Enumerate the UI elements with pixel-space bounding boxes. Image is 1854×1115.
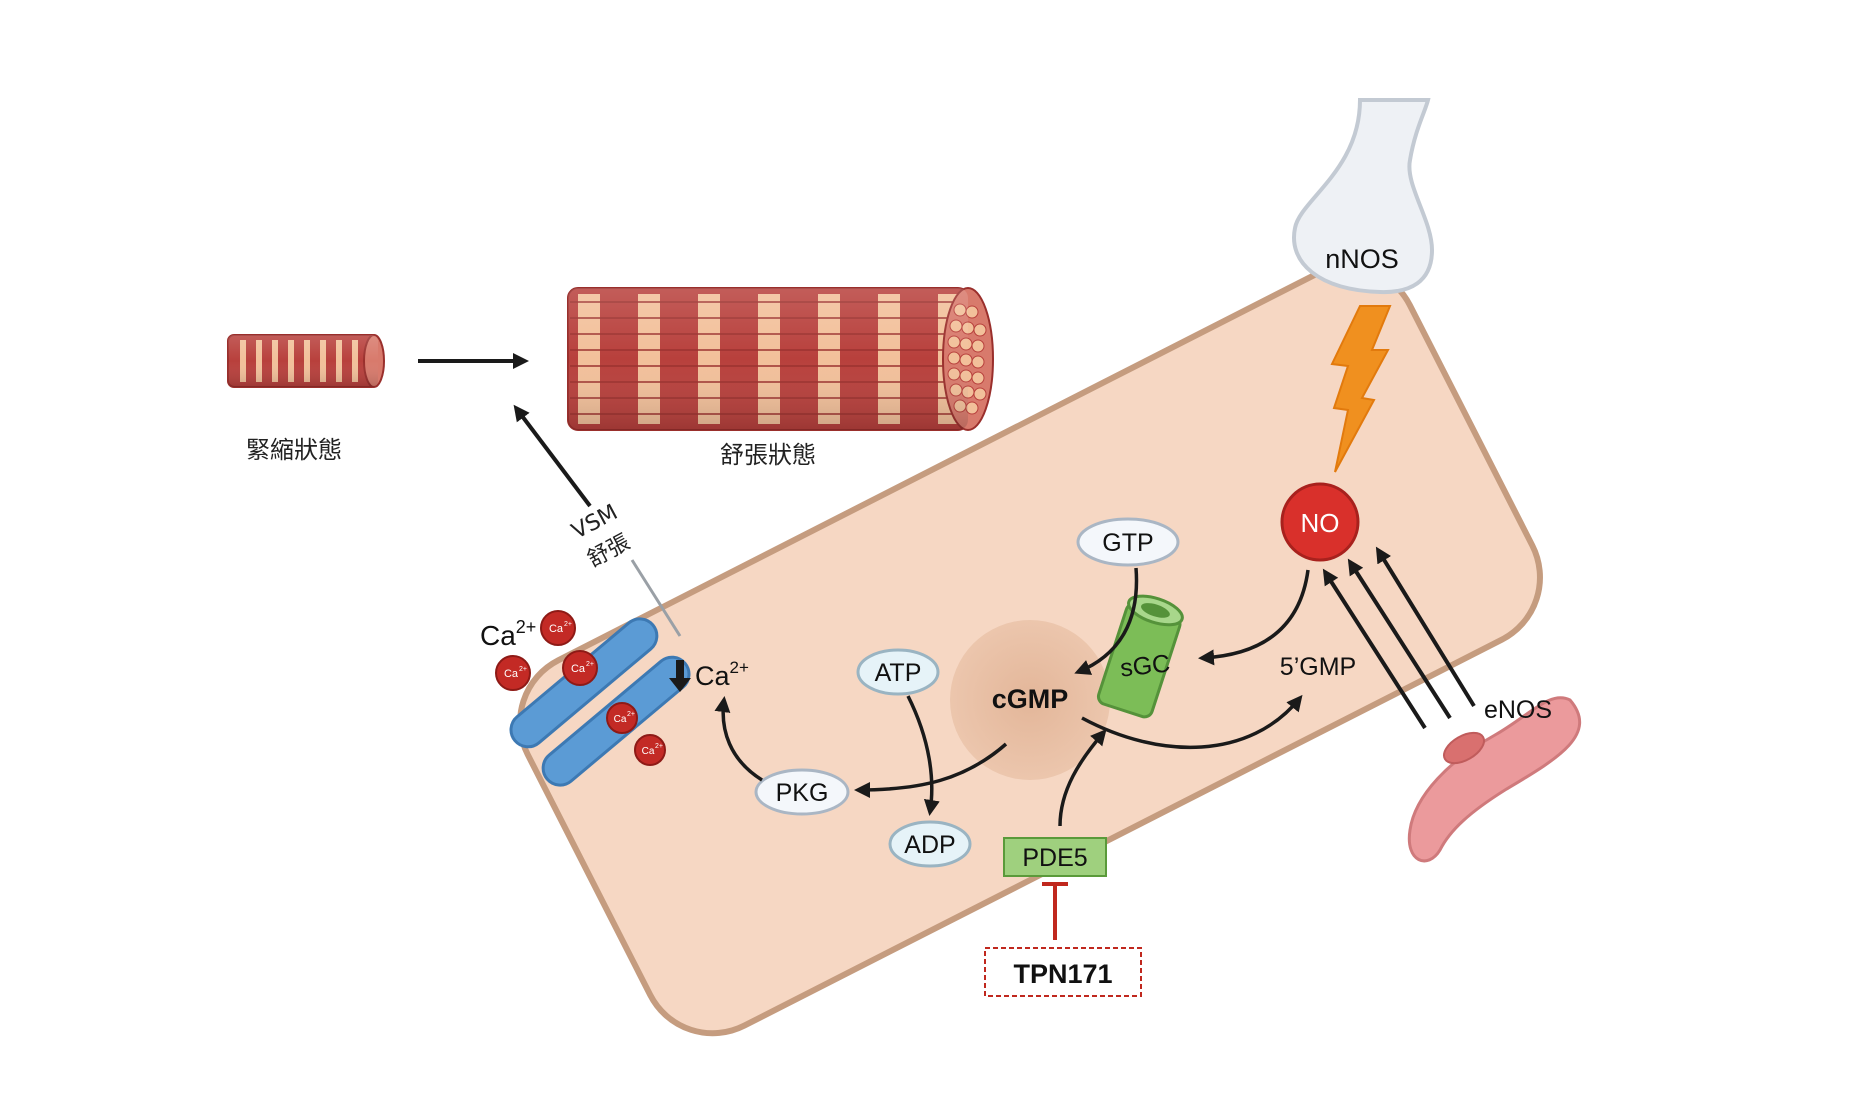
- adp-node: ADP: [888, 820, 972, 868]
- pde5-label: PDE5: [1022, 844, 1087, 872]
- ca-ion: Ca 2+: [606, 702, 638, 734]
- svg-text:2+: 2+: [519, 666, 527, 673]
- nnos-neuron: nNOS: [1292, 98, 1435, 295]
- down-arrow-icon: [669, 660, 691, 692]
- svg-text:Ca: Ca: [571, 663, 586, 675]
- vsm-relax-arrow: VSM 舒張: [513, 404, 682, 637]
- gmp5-label: 5’GMP: [1280, 653, 1356, 681]
- ca-ion: Ca 2+: [562, 650, 598, 686]
- svg-text:Ca: Ca: [504, 668, 519, 680]
- contracted-state-label: 緊縮狀態: [246, 436, 342, 464]
- svg-text:2+: 2+: [627, 711, 635, 718]
- ca-ion: Ca 2+: [495, 655, 531, 691]
- atp-node: ATP: [856, 648, 940, 696]
- nnos-label: nNOS: [1325, 244, 1399, 274]
- sgc-label: sGC: [1119, 650, 1172, 683]
- pde5-node: PDE5: [1003, 837, 1107, 877]
- pkg-node: PKG: [754, 768, 850, 816]
- lightning-icon: [1330, 305, 1392, 473]
- contracted-muscle-fiber: [227, 334, 385, 388]
- svg-text:Ca: Ca: [614, 714, 627, 725]
- pkg-label: PKG: [776, 779, 829, 807]
- svg-text:Ca: Ca: [549, 623, 564, 635]
- no-molecule: NO: [1280, 482, 1360, 562]
- svg-text:2+: 2+: [655, 743, 663, 750]
- ca-decrease-label: Ca2+: [695, 658, 749, 691]
- cgmp-halo: [950, 620, 1110, 780]
- relaxed-muscle-fiber: [567, 287, 994, 431]
- tpn171-label: TPN171: [1013, 959, 1112, 989]
- svg-text:Ca: Ca: [642, 746, 655, 757]
- ca-ion: Ca 2+: [540, 610, 576, 646]
- no-label: NO: [1301, 508, 1340, 538]
- relaxed-state-label: 舒張狀態: [720, 441, 816, 469]
- calcium-ions: Ca 2+ Ca 2+ Ca 2+ Ca 2+ Ca 2+: [495, 610, 666, 766]
- svg-text:2+: 2+: [586, 661, 594, 668]
- pathway-arrows: [714, 567, 1310, 827]
- enos-label: eNOS: [1484, 696, 1552, 724]
- svg-text:2+: 2+: [564, 621, 572, 628]
- ca-ion: Ca 2+: [634, 734, 666, 766]
- cgmp-label: cGMP: [992, 684, 1069, 714]
- enos-cell: eNOS: [1407, 696, 1582, 863]
- enos-to-no-arrows: [1322, 546, 1476, 730]
- tpn171-inhibitor: TPN171: [984, 882, 1142, 997]
- adp-label: ADP: [904, 831, 955, 859]
- ca-decrease-indicator: Ca2+: [669, 658, 749, 692]
- gtp-label: GTP: [1102, 529, 1153, 557]
- enos-nucleus: [1443, 731, 1485, 765]
- gtp-node: GTP: [1076, 517, 1180, 567]
- ca-outside-label: Ca2+: [480, 617, 536, 651]
- atp-label: ATP: [875, 659, 922, 687]
